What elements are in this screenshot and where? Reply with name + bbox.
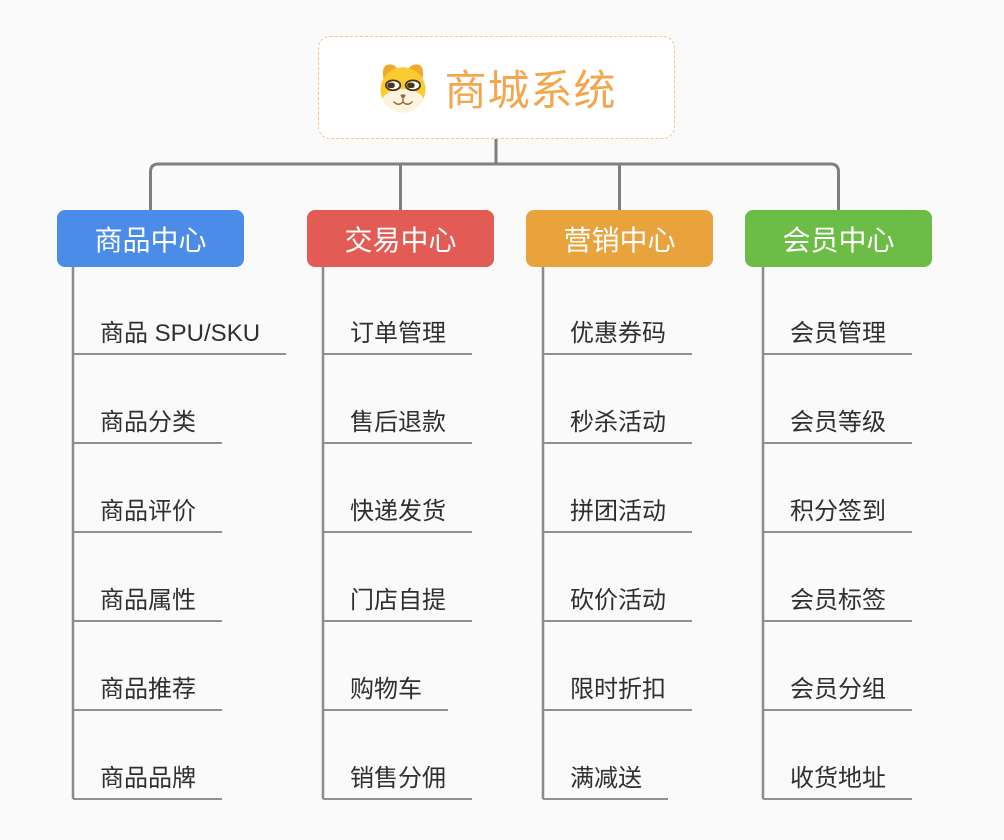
leaf-node[interactable]: 会员分组 [763, 675, 912, 711]
leaf-node[interactable]: 商品评价 [73, 497, 222, 533]
branch-node-trade-center[interactable]: 交易中心 [307, 210, 494, 267]
leaf-node[interactable]: 会员管理 [763, 319, 912, 355]
root-node[interactable]: 商城系统 [318, 36, 675, 139]
leaf-node[interactable]: 会员等级 [763, 408, 912, 444]
leaf-node[interactable]: 订单管理 [323, 319, 472, 355]
leaf-node[interactable]: 满减送 [543, 764, 668, 800]
branch-node-marketing-center[interactable]: 营销中心 [526, 210, 713, 267]
leaf-node[interactable]: 会员标签 [763, 586, 912, 622]
leaf-node[interactable]: 积分签到 [763, 497, 912, 533]
leaf-node[interactable]: 销售分佣 [323, 764, 472, 800]
leaf-node[interactable]: 快递发货 [323, 497, 472, 533]
leaf-node[interactable]: 商品属性 [73, 586, 222, 622]
branch-node-product-center[interactable]: 商品中心 [57, 210, 244, 267]
dog-face-icon [380, 63, 426, 112]
leaf-node[interactable]: 限时折扣 [543, 675, 692, 711]
leaf-node[interactable]: 门店自提 [323, 586, 472, 622]
leaf-node[interactable]: 秒杀活动 [543, 408, 692, 444]
leaf-node[interactable]: 商品 SPU/SKU [73, 319, 287, 355]
top-bracket-lines [149, 138, 840, 210]
leaf-node[interactable]: 拼团活动 [543, 497, 692, 533]
leaf-node[interactable]: 购物车 [323, 675, 448, 711]
leaf-node[interactable]: 商品推荐 [73, 675, 222, 711]
leaf-node[interactable]: 收货地址 [763, 764, 912, 800]
leaf-node[interactable]: 商品品牌 [73, 764, 222, 800]
root-node-title: 商城系统 [444, 67, 617, 114]
leaf-node[interactable]: 砍价活动 [543, 586, 692, 622]
leaf-node[interactable]: 优惠券码 [543, 319, 692, 355]
leaf-node[interactable]: 售后退款 [323, 408, 472, 444]
leaf-node[interactable]: 商品分类 [73, 408, 222, 444]
branch-node-member-center[interactable]: 会员中心 [745, 210, 932, 267]
